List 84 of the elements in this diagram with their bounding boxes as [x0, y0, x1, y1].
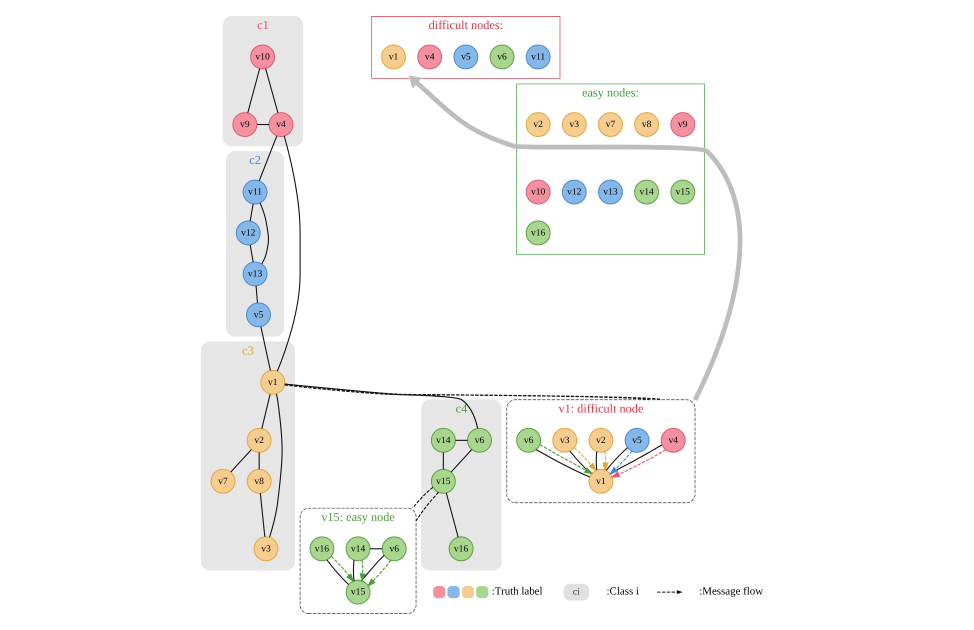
connector	[269, 394, 283, 538]
node-circle: v16	[526, 220, 551, 246]
node-circle: v6	[516, 428, 542, 453]
legend-label: :Truth label	[492, 586, 543, 598]
node-circle: v5	[624, 428, 650, 453]
connector	[416, 492, 439, 522]
arrow	[331, 556, 354, 582]
node-circle: v5	[246, 302, 271, 328]
connector	[261, 394, 271, 429]
node-circle: v7	[598, 112, 623, 137]
connector	[250, 204, 254, 222]
label: ci	[572, 586, 580, 598]
connector	[256, 286, 258, 303]
connector	[412, 486, 434, 509]
connector	[352, 560, 355, 581]
arrow	[540, 444, 594, 474]
node-circle: v16	[448, 536, 474, 562]
node-circle: v13	[242, 261, 268, 286]
connector	[258, 136, 278, 181]
arrow	[360, 560, 366, 582]
node-circle: v11	[242, 180, 268, 204]
node-circle: v6	[382, 536, 407, 562]
node-circle: v3	[254, 536, 278, 562]
connector	[258, 452, 260, 470]
arrow	[602, 452, 609, 472]
connector	[260, 326, 271, 371]
node-circle: v7	[210, 468, 236, 494]
node-circle: v14	[634, 180, 660, 204]
arrow	[574, 447, 597, 472]
legend-label: :Message flow	[699, 586, 764, 598]
node-circle: v5	[453, 44, 478, 70]
node-circle: v8	[246, 468, 272, 494]
arrow	[408, 75, 742, 402]
node-circle: v1	[381, 44, 406, 70]
node-circle: v1	[260, 370, 286, 395]
node-circle: v6	[490, 44, 514, 70]
arrow	[609, 450, 632, 476]
node-circle: v2	[526, 112, 551, 137]
connector	[260, 493, 266, 537]
connector	[446, 492, 459, 538]
connector	[450, 449, 472, 472]
node-circle: v8	[634, 112, 660, 137]
connector	[265, 68, 278, 114]
node-circle: v4	[417, 44, 442, 70]
node-circle: v9	[232, 112, 258, 137]
connector	[596, 452, 598, 470]
node-circle: v12	[236, 220, 261, 246]
connector	[455, 440, 468, 441]
node-circle: v14	[346, 536, 371, 562]
node-circle: v12	[562, 180, 587, 204]
connector	[247, 68, 260, 114]
node-circle: v15	[346, 580, 371, 605]
node-circle: v16	[309, 536, 334, 562]
node-circle: v14	[430, 428, 456, 453]
node-circle: v13	[598, 180, 623, 204]
connector	[536, 449, 590, 478]
connector	[361, 554, 385, 582]
node-circle: v2	[246, 428, 272, 453]
node-circle: v11	[526, 44, 551, 70]
node-circle: v4	[268, 112, 294, 137]
connector	[276, 136, 301, 372]
node-circle: v3	[552, 428, 578, 453]
node-circle: v4	[660, 428, 686, 453]
node-circle: v2	[588, 428, 614, 453]
arrow	[367, 560, 392, 587]
legend-label: :Class i	[606, 586, 639, 598]
node-circle: v15	[430, 468, 456, 494]
connector	[610, 444, 662, 474]
arrow	[610, 449, 666, 478]
connector	[250, 244, 254, 262]
connector	[260, 202, 269, 264]
node-circle: v15	[670, 180, 696, 204]
node-circle: v6	[467, 428, 492, 453]
connector	[230, 449, 252, 472]
connector	[326, 560, 349, 585]
node-circle: v3	[562, 112, 587, 137]
connector	[606, 447, 628, 471]
node-circle: v9	[670, 112, 696, 137]
node-circle: v10	[526, 180, 551, 204]
connector	[442, 452, 444, 470]
node-circle: v1	[588, 468, 614, 494]
connector	[256, 124, 269, 126]
node-circle: v10	[250, 44, 276, 70]
connector	[370, 548, 382, 550]
